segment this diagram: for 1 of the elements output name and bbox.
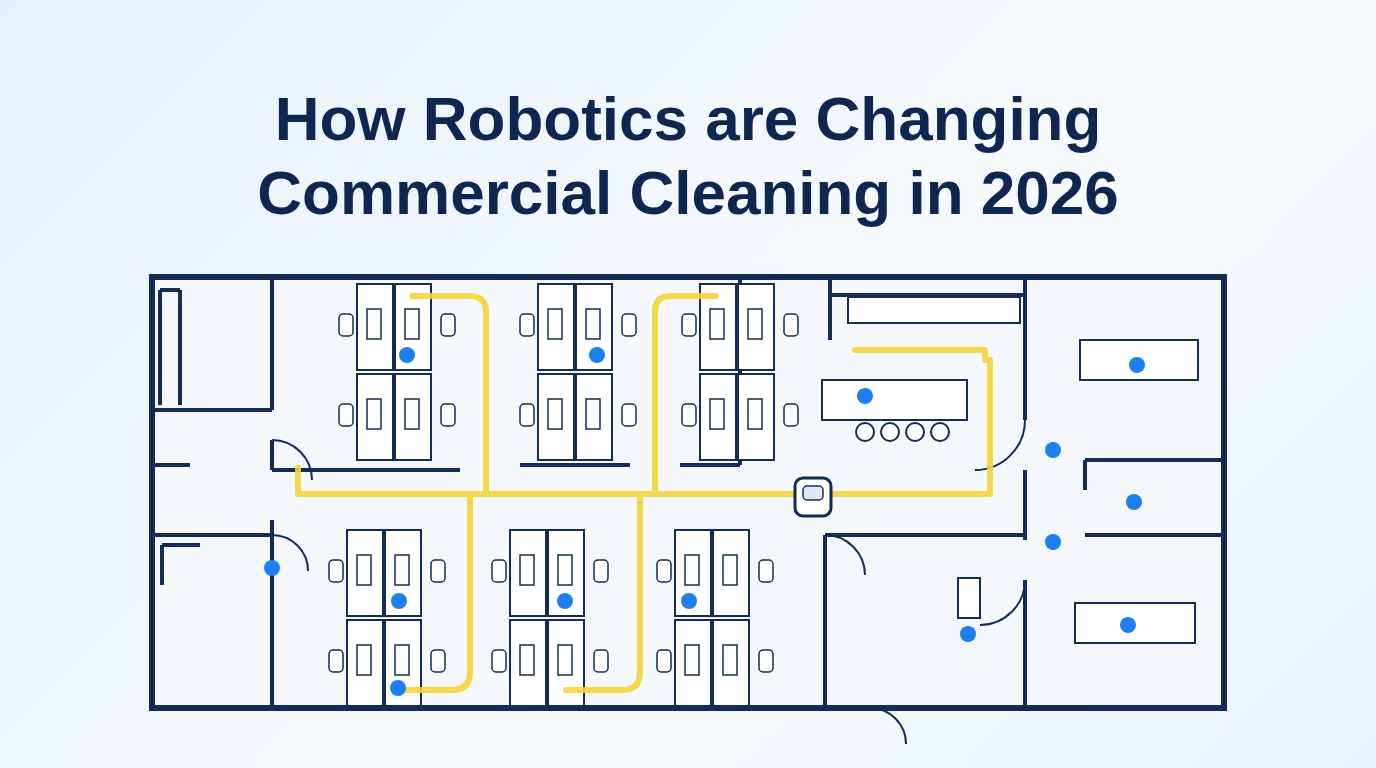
title: How Robotics are Changing Commercial Cleaning in 2026 — [256, 83, 1120, 229]
